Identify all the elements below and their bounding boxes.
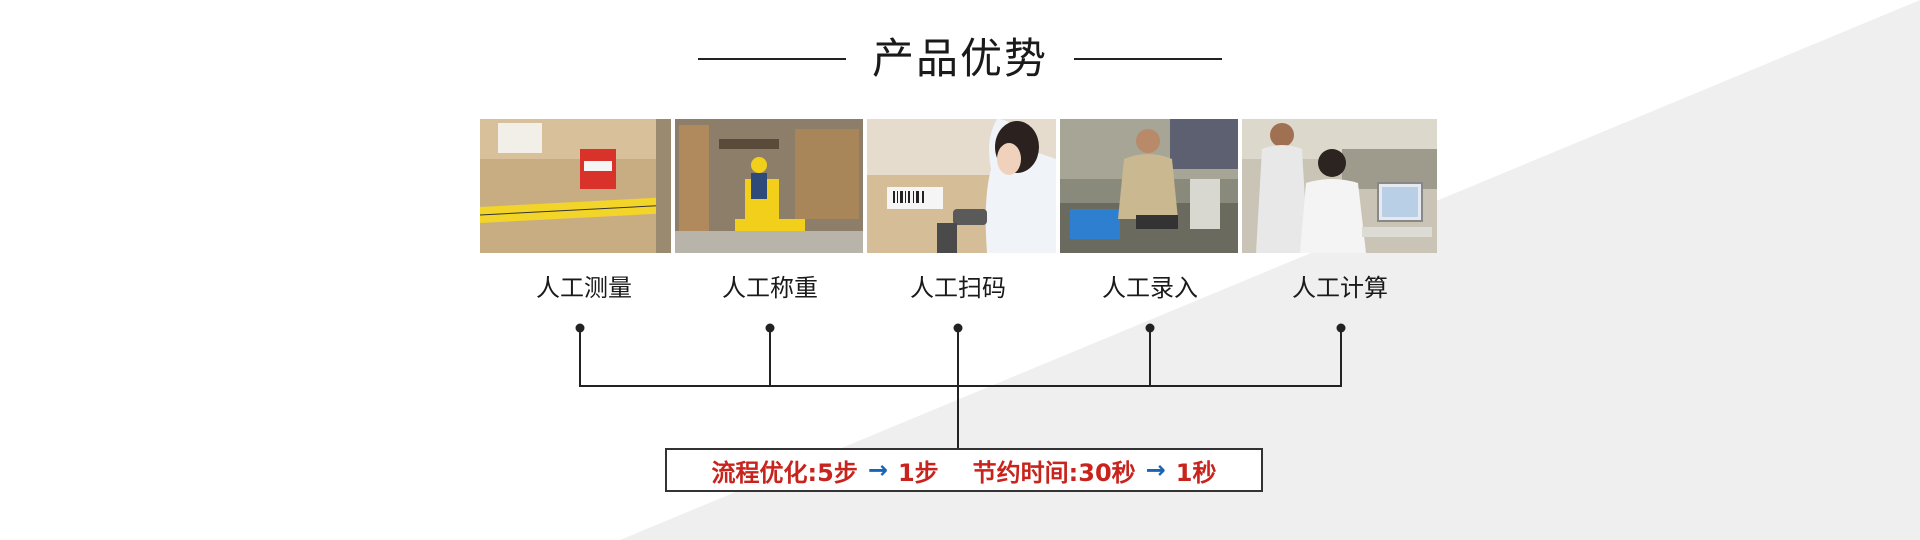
- arrow-right-icon: →: [1145, 456, 1166, 484]
- section-title: 产品优势: [0, 28, 1920, 92]
- process-to-value: 1步: [897, 458, 939, 487]
- arrow-right-icon: →: [867, 456, 888, 484]
- process-from-value: 5步: [817, 458, 858, 487]
- summary-box: 流程优化: 5步 → 1步 节约时间: 30秒 → 1秒: [665, 448, 1263, 492]
- step-label-weigh: 人工称重: [722, 274, 818, 302]
- step-label-scan: 人工扫码: [910, 274, 1006, 302]
- photo-manual-calc: [1242, 119, 1437, 253]
- title-line-right: [1074, 58, 1222, 60]
- photo-strip: [480, 119, 1437, 253]
- page-title: 产品优势: [871, 34, 1048, 83]
- photo-manual-scan: [867, 119, 1056, 253]
- step-label-entry: 人工录入: [1102, 274, 1198, 302]
- process-optimization-label: 流程优化:: [711, 458, 818, 487]
- photo-manual-measure: [480, 119, 671, 253]
- title-line-left: [698, 58, 846, 60]
- time-from-value: 30秒: [1078, 458, 1136, 487]
- photo-manual-weigh: [675, 119, 863, 253]
- step-label-measure: 人工测量: [536, 274, 632, 302]
- time-saving-label: 节约时间:: [972, 458, 1079, 487]
- step-label-calc: 人工计算: [1292, 274, 1388, 302]
- time-to-value: 1秒: [1175, 458, 1217, 487]
- photo-manual-entry: [1060, 119, 1238, 253]
